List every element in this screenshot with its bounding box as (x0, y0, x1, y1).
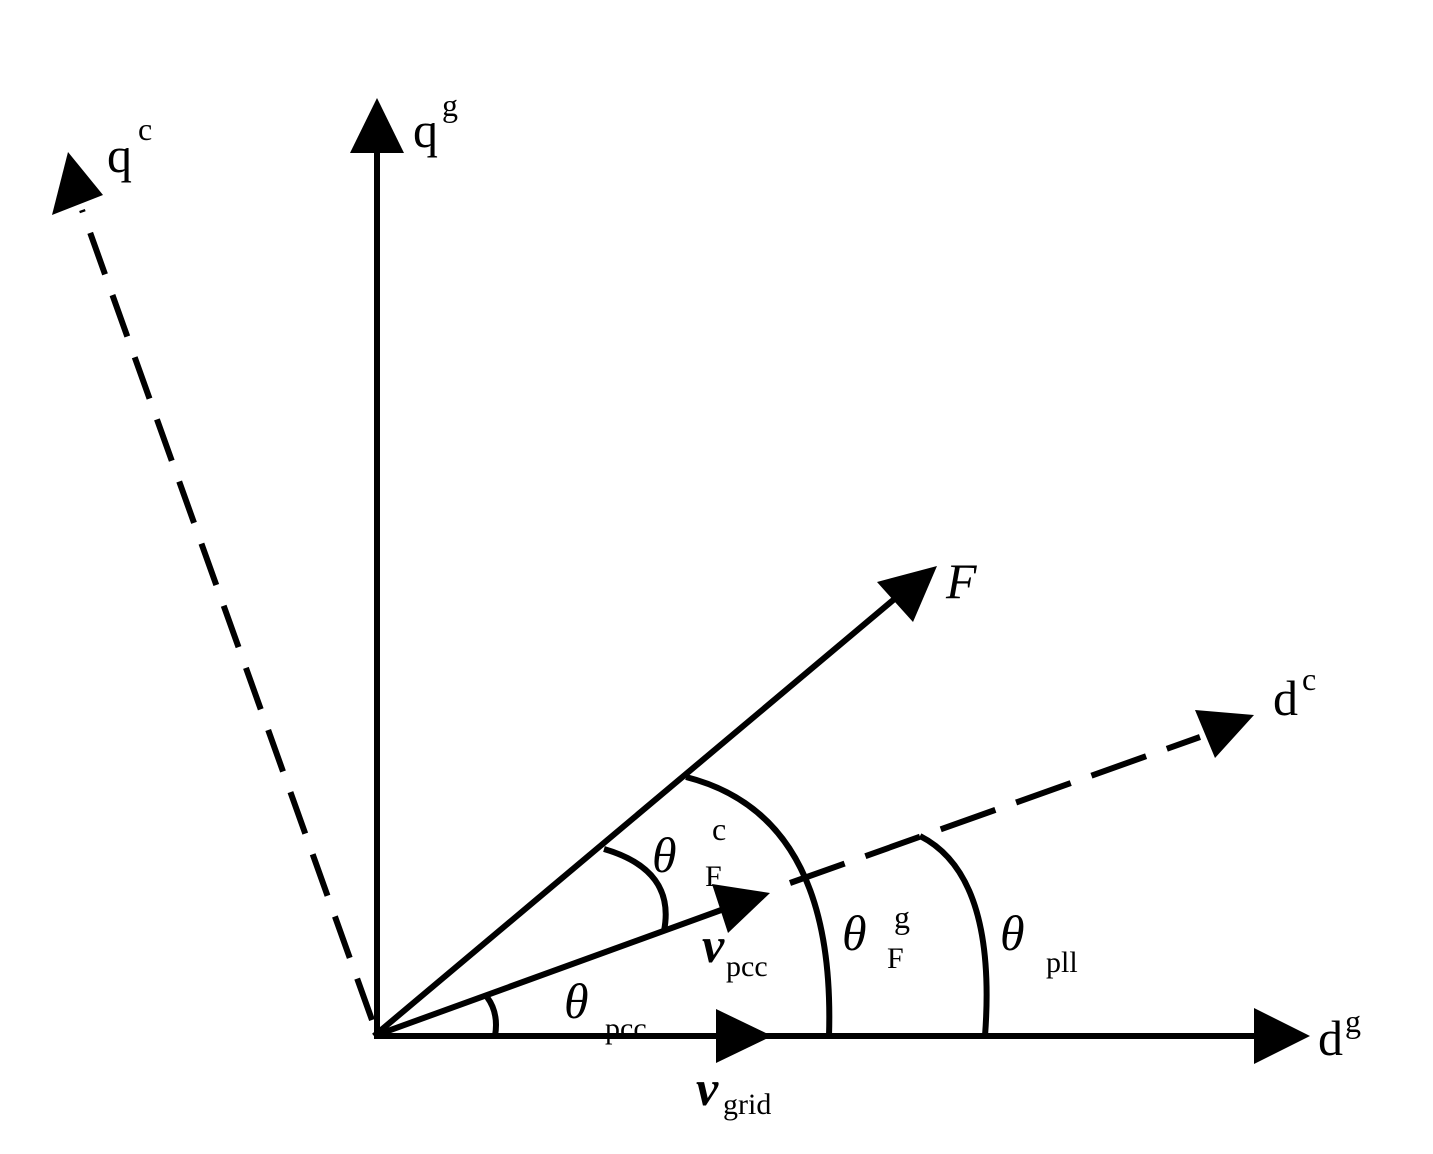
theta-pcc-label: θ (564, 973, 589, 1029)
qg-label-sup: g (442, 87, 458, 123)
dg-label: d (1318, 1010, 1343, 1066)
theta-pll-label-sub: pll (1046, 946, 1078, 979)
theta-pll-label: θ (1000, 905, 1025, 961)
qg-arrowhead (350, 98, 404, 153)
theta-pll-arc (918, 833, 990, 1037)
qc-axis (52, 152, 375, 1022)
theta-fg-label-sub: F (887, 942, 904, 975)
qc-label: q (107, 127, 132, 183)
dg-axis (374, 1008, 1310, 1064)
theta-fc-label-sup: c (712, 811, 726, 847)
dg-arrowhead (1254, 1008, 1310, 1064)
qc-arrowhead (52, 152, 103, 215)
f-label: F (945, 553, 977, 609)
vpcc-label: v (702, 917, 725, 973)
qg-axis (350, 98, 404, 1036)
dc-label-sup: c (1302, 661, 1316, 697)
theta-fc-label: θ (652, 827, 677, 883)
qc-label-sup: c (138, 111, 152, 147)
dg-label-sup: g (1345, 1003, 1361, 1039)
dc-axis (788, 710, 1254, 886)
dc-arrowhead (1195, 710, 1254, 758)
qg-label: q (413, 102, 438, 158)
theta-pcc-label-sub: pcc (605, 1012, 647, 1045)
vpcc-arrowhead (712, 884, 770, 933)
theta-fg-label-sup: g (894, 899, 910, 935)
vpcc-label-sub: pcc (726, 950, 768, 983)
theta-fg-label: θ (842, 905, 867, 961)
vpcc-vector (372, 884, 770, 1039)
dc-label: d (1273, 670, 1298, 726)
f-arrowhead (877, 566, 937, 622)
theta-fc-label-sub: F (705, 860, 722, 893)
theta-pcc-arc (484, 995, 499, 1037)
f-vector (372, 566, 937, 1039)
vgrid-label-sub: grid (723, 1088, 771, 1121)
theta-fg-arc (685, 774, 833, 1037)
theta-fc-arc (603, 846, 669, 932)
vgrid-label: v (696, 1060, 719, 1116)
vgrid-arrowhead (716, 1009, 772, 1063)
